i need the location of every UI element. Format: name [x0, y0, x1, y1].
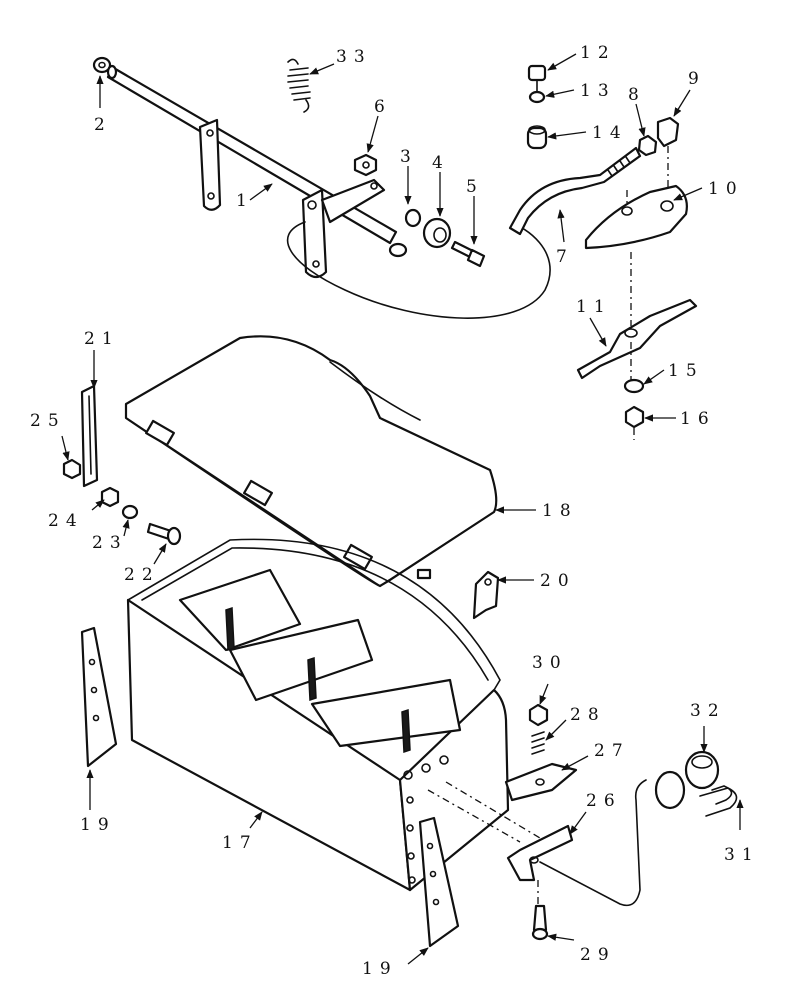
shaft-1	[106, 65, 398, 245]
callout-23: 23	[92, 533, 128, 553]
lid-hardware	[62, 384, 182, 546]
callout-32: 32	[690, 701, 726, 721]
washer-15	[623, 378, 645, 394]
spring-28	[531, 731, 545, 755]
support-19-left	[80, 626, 118, 768]
rubber-mount-32-b	[684, 750, 720, 790]
nut-30	[528, 703, 549, 727]
plate-10	[584, 184, 688, 250]
bolt-29	[532, 904, 548, 932]
rubber-mount-32-a	[654, 770, 686, 810]
callout-8: 8	[628, 85, 646, 105]
lever-plate-11	[576, 298, 698, 380]
callout-24: 24	[48, 511, 84, 531]
u-bolt-31	[699, 785, 738, 817]
callout-30: 30	[532, 653, 568, 673]
callout-33: 33	[336, 47, 372, 67]
callout-3: 3	[400, 147, 418, 167]
callout-1: 1	[236, 191, 254, 211]
nut-8	[637, 134, 658, 157]
callout-12: 12	[580, 43, 616, 63]
callout-25: 25	[30, 411, 66, 431]
lid-18	[124, 335, 498, 588]
callout-22: 22	[124, 565, 160, 585]
callout-20: 20	[540, 571, 576, 591]
callout-19-left: 19	[80, 815, 116, 835]
spacer-3	[404, 208, 422, 228]
lid-hinge-middle	[243, 479, 273, 507]
washer-shaft-end	[388, 242, 408, 258]
clip-9	[656, 116, 680, 148]
callout-21: 21	[84, 329, 120, 349]
baffle-1	[178, 568, 302, 652]
callout-28: 28	[570, 705, 606, 725]
callout-26: 26	[586, 791, 622, 811]
mount-rod	[539, 779, 647, 907]
callout-11: 11	[576, 297, 612, 317]
washer-2	[92, 56, 112, 74]
callout-2: 2	[94, 115, 112, 135]
callout-leaders	[61, 53, 744, 965]
callout-labels: 1 2 3 4 5 6 7 8 9 10 11 12 13 14 15 16 1…	[30, 43, 760, 979]
shaft-bracket-right	[301, 188, 328, 279]
callout-31: 31	[724, 845, 760, 865]
callout-13: 13	[580, 81, 616, 101]
callout-27: 27	[594, 741, 630, 761]
nut-6	[353, 153, 378, 177]
baffle-2	[228, 618, 374, 702]
callout-14: 14	[592, 123, 628, 143]
callout-4: 4	[432, 153, 450, 173]
washer-13	[528, 90, 546, 104]
callout-17: 17	[222, 833, 258, 853]
support-19-right	[418, 816, 460, 948]
lid-hinge-left	[145, 419, 175, 447]
mounting-hardware	[504, 703, 738, 941]
callout-10: 10	[708, 179, 744, 199]
callout-29: 29	[580, 945, 616, 965]
bracket-20	[472, 570, 500, 620]
shaft-assembly	[92, 56, 551, 319]
linkage-assembly	[508, 64, 698, 440]
callout-18: 18	[542, 501, 578, 521]
callout-19-right: 19	[362, 959, 398, 979]
lid-hinge-right	[343, 543, 373, 571]
cable	[286, 221, 551, 319]
nut-16	[624, 405, 645, 429]
bracket-20-hole	[484, 578, 492, 586]
callout-5: 5	[466, 177, 484, 197]
lever-arm	[320, 178, 386, 224]
bushing-14	[526, 126, 548, 150]
callout-9: 9	[688, 69, 706, 89]
bracket-27	[504, 762, 578, 802]
baffle-3	[310, 678, 462, 748]
nut-24	[100, 486, 120, 508]
washer-23	[121, 504, 139, 520]
nut-25	[62, 458, 82, 480]
bracket-26	[506, 824, 574, 882]
callout-16: 16	[680, 409, 716, 429]
callout-6: 6	[374, 97, 392, 117]
shaft-bracket-left	[198, 118, 222, 211]
screw-12	[527, 64, 547, 82]
callout-7: 7	[556, 247, 574, 267]
callout-15: 15	[668, 361, 704, 381]
spring-33	[287, 58, 311, 113]
